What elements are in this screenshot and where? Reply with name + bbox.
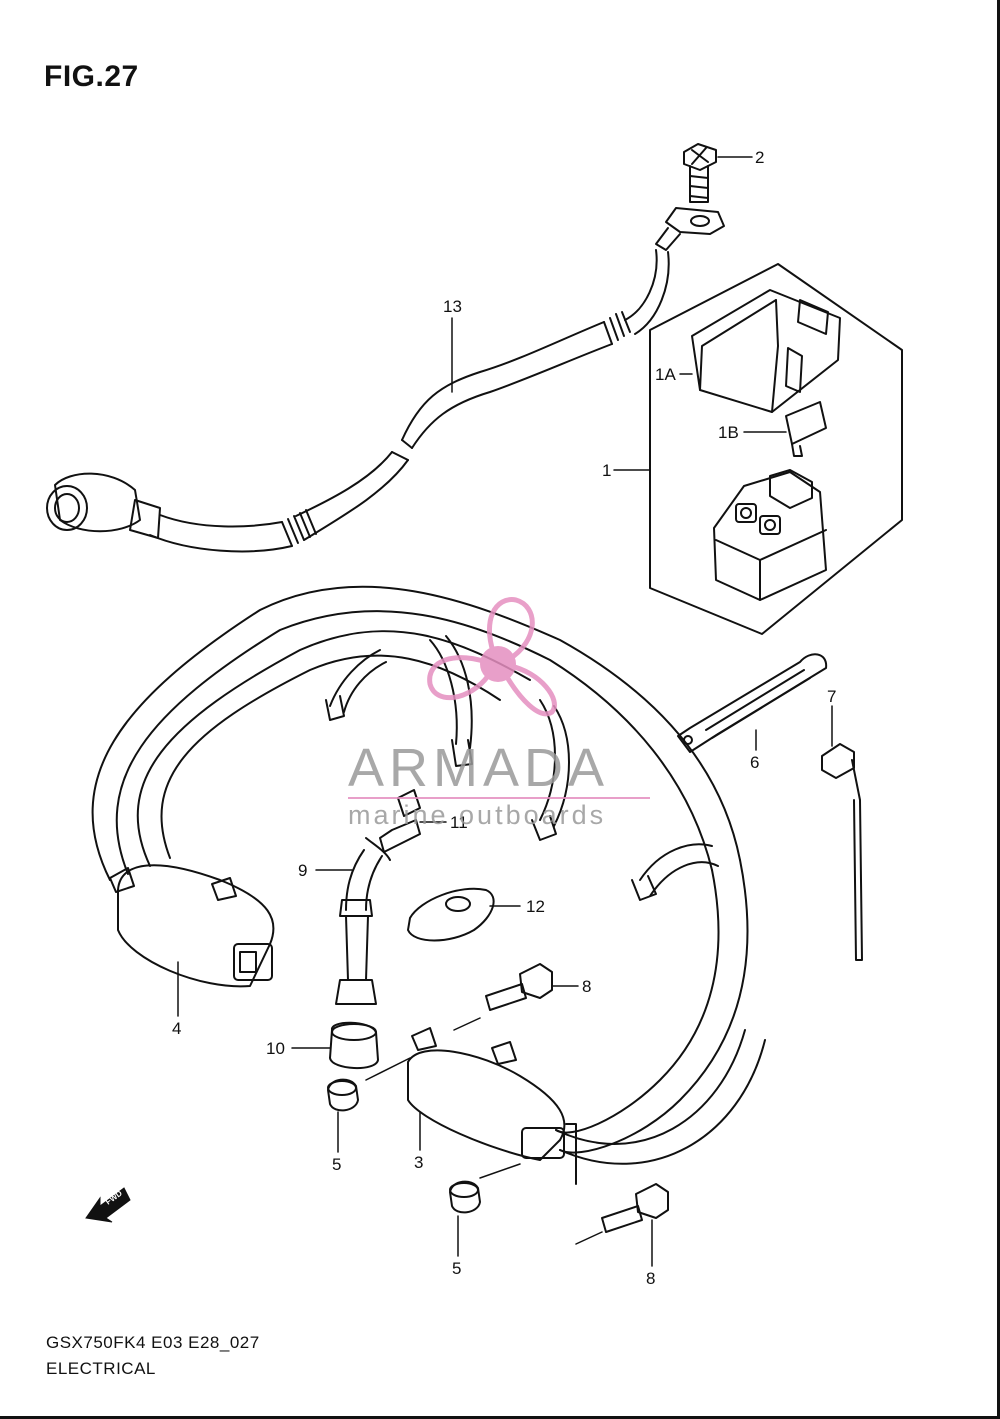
grommet-part-10	[329, 1021, 379, 1070]
battery-lead-part-13	[46, 207, 725, 553]
high-tension-cords	[91, 585, 766, 1165]
propeller-logo-icon	[427, 597, 557, 717]
callout-7: 7	[827, 687, 836, 706]
bolt-part-8a	[485, 963, 553, 1011]
callout-leader-lines	[177, 156, 833, 1267]
callout-1b: 1B	[718, 423, 739, 442]
callout-11: 11	[450, 813, 468, 832]
plug-cap-part-9	[335, 789, 421, 1005]
bottom-border	[0, 1416, 1000, 1419]
callout-9: 9	[298, 861, 307, 880]
section-title: ELECTRICAL	[46, 1359, 156, 1378]
cable-tie-part-7	[821, 743, 863, 961]
forward-arrow-icon: FWD	[85, 1187, 131, 1223]
spacer-part-5b	[449, 1180, 481, 1214]
right-border	[997, 0, 1000, 1419]
callout-8b: 8	[646, 1269, 655, 1288]
propeller-hub	[480, 646, 516, 682]
callout-5a: 5	[332, 1155, 341, 1174]
clamp-part-6	[677, 653, 828, 753]
armada-watermark: ARMADA marine outboards	[348, 597, 650, 830]
callout-4: 4	[172, 1019, 181, 1038]
callout-6: 6	[750, 753, 759, 772]
callout-1: 1	[602, 461, 611, 480]
spacer-part-5a	[327, 1078, 359, 1112]
bolt-part-8b	[601, 1183, 669, 1233]
callout-2: 2	[755, 148, 764, 167]
bolt-part-2	[683, 143, 717, 203]
callout-8a: 8	[582, 977, 591, 996]
grommet-part-12	[407, 887, 495, 942]
callout-5b: 5	[452, 1259, 461, 1278]
diagram-code: GSX750FK4 E03 E28_027	[46, 1333, 260, 1352]
callout-3: 3	[414, 1153, 423, 1172]
ignition-coil-part-4	[109, 864, 275, 988]
starter-relay-part-1	[649, 263, 903, 635]
callout-10: 10	[266, 1039, 285, 1058]
callout-1a: 1A	[655, 365, 676, 384]
ignition-coil-part-3	[407, 1027, 577, 1185]
callout-13: 13	[443, 297, 462, 316]
watermark-tagline: marine outboards	[348, 800, 606, 830]
watermark-brand: ARMADA	[348, 738, 609, 798]
figure-title: FIG.27	[44, 60, 139, 93]
callout-12: 12	[526, 897, 545, 916]
